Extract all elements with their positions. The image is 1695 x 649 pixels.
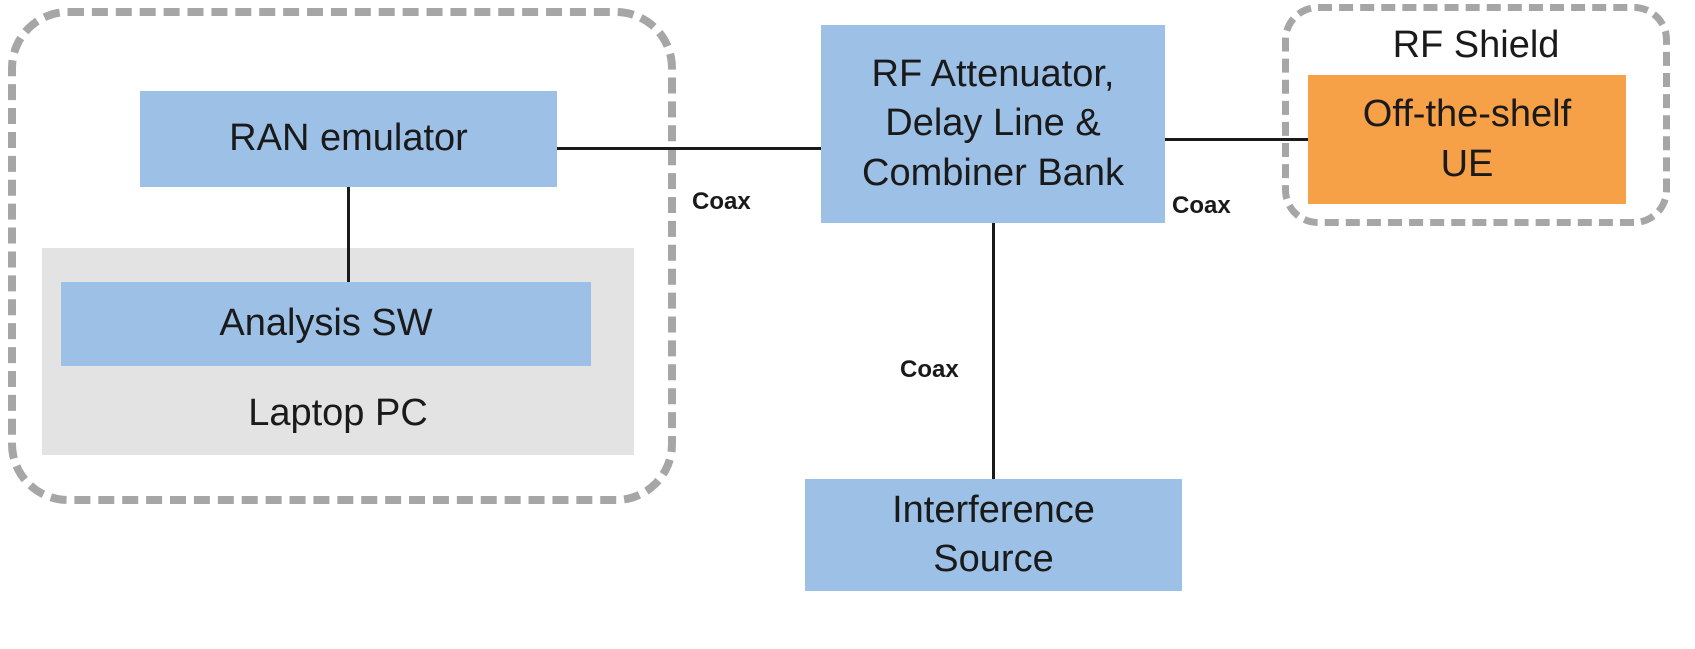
coax-label-right: Coax [1172, 192, 1231, 219]
attenuator-to-interference-line [992, 223, 995, 479]
rf-shield-label: RF Shield [1392, 24, 1560, 66]
ran-to-analysis-line [347, 187, 350, 282]
local-equipment-group [8, 8, 676, 504]
interference-source-box: Interference Source [805, 479, 1182, 591]
analysis-sw-label: Analysis SW [219, 302, 433, 345]
ue-line-1: Off-the-shelf [1362, 93, 1572, 136]
ue-box: Off-the-shelf UE [1308, 75, 1626, 204]
ran-to-attenuator-line [557, 147, 821, 150]
coax-label-left: Coax [692, 188, 751, 215]
interference-line-2: Source [933, 538, 1054, 580]
rf-attenuator-box: RF Attenuator, Delay Line & Combiner Ban… [821, 25, 1165, 223]
rf-attenuator-line-2: Delay Line & [885, 102, 1101, 145]
laptop-pc-label: Laptop PC [248, 392, 428, 434]
coax-label-bottom: Coax [900, 356, 959, 383]
rf-attenuator-line-1: RF Attenuator, [871, 52, 1115, 95]
rf-attenuator-line-3: Combiner Bank [862, 151, 1124, 194]
analysis-sw-box: Analysis SW [61, 282, 591, 366]
rf-shield-group [1282, 4, 1670, 226]
attenuator-to-ue-line [1165, 138, 1308, 141]
ran-emulator-label: RAN emulator [229, 117, 468, 160]
interference-line-1: Interference [892, 488, 1095, 531]
ue-line-2: UE [1440, 142, 1494, 185]
ran-emulator-box: RAN emulator [140, 91, 557, 187]
